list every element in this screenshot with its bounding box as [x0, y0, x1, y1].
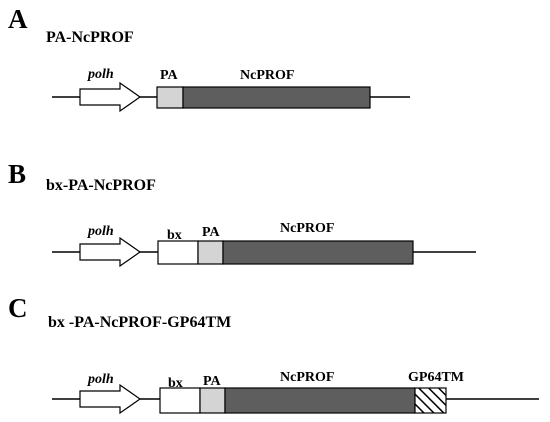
panel-c-bx-segment: [159, 387, 201, 414]
panel-b-ncprof-label: NcPROF: [280, 221, 334, 236]
panel-c-title: bx -PA-NcPROF-GP64TM: [48, 314, 231, 331]
panel-c-pa-segment: [199, 387, 226, 414]
panel-b-bx-segment: [157, 240, 199, 265]
panel-a: A PA-NcPROF polh PA NcPROF: [8, 4, 410, 113]
panel-a-pa-segment: [156, 86, 184, 109]
panel-b-bx-label: bx: [167, 228, 182, 243]
panel-a-pa-label: PA: [160, 68, 179, 83]
panel-c-pa-label: PA: [203, 374, 222, 389]
panel-b-polh-label: polh: [87, 224, 114, 239]
panel-a-letter: A: [8, 4, 28, 34]
panel-b-title: bx-PA-NcPROF: [46, 177, 156, 194]
panel-a-ncprof-label: NcPROF: [240, 68, 294, 83]
panel-c: C bx -PA-NcPROF-GP64TM polh bx PA NcPROF…: [8, 293, 539, 415]
panel-c-letter: C: [8, 293, 28, 323]
panel-c-polh-label: polh: [87, 372, 114, 387]
panel-a-ncprof-segment: [182, 86, 371, 109]
panel-c-polh-arrow-icon: [79, 383, 142, 415]
panel-b-polh-arrow-icon: [79, 236, 142, 268]
panel-c-gp64tm-label: GP64TM: [408, 370, 464, 385]
panel-b-ncprof-segment: [222, 240, 414, 265]
panel-c-bx-label: bx: [168, 376, 183, 391]
panel-b-pa-segment: [197, 240, 224, 265]
panel-a-title: PA-NcPROF: [46, 29, 134, 46]
panel-c-ncprof-segment: [224, 387, 416, 414]
panel-c-ncprof-label: NcPROF: [280, 370, 334, 385]
panel-b-letter: B: [8, 159, 26, 189]
panel-c-gp64tm-segment: [414, 387, 447, 414]
panel-b: B bx-PA-NcPROF polh bx PA NcPROF: [8, 159, 476, 268]
panel-a-polh-arrow-icon: [79, 81, 142, 113]
panel-a-polh-label: polh: [87, 67, 114, 82]
panel-b-pa-label: PA: [202, 225, 221, 240]
